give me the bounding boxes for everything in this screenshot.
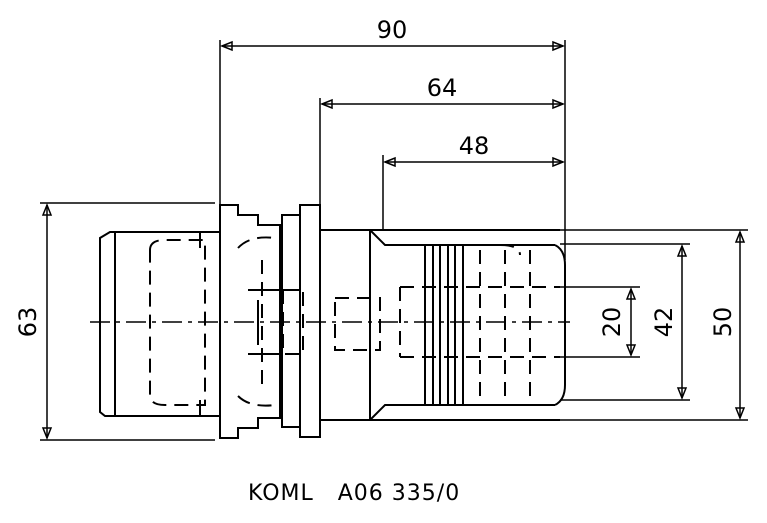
dim-label-63: 63	[14, 307, 42, 338]
dim-label-50: 50	[709, 307, 737, 338]
dimension-height-outer	[560, 229, 748, 421]
dim-label-64: 64	[427, 74, 458, 102]
dim-label-48: 48	[459, 132, 490, 160]
dim-label-20: 20	[598, 307, 626, 338]
main-body	[320, 229, 566, 421]
dimension-width-inner	[382, 155, 566, 230]
mounting-flange	[281, 204, 321, 438]
dim-label-90: 90	[377, 16, 408, 44]
body-ribs	[424, 244, 531, 406]
dimension-height-mid	[560, 243, 690, 401]
button-cap	[99, 231, 221, 417]
drawing-caption: KOML A06 335/0	[248, 481, 460, 506]
dimension-width-total	[219, 40, 566, 260]
dimension-height-inner	[560, 286, 640, 358]
hidden-features	[257, 286, 560, 358]
dimension-height-left	[40, 202, 215, 441]
dim-label-42: 42	[650, 307, 678, 338]
bezel	[219, 204, 281, 439]
dimension-width-mid	[319, 98, 566, 205]
